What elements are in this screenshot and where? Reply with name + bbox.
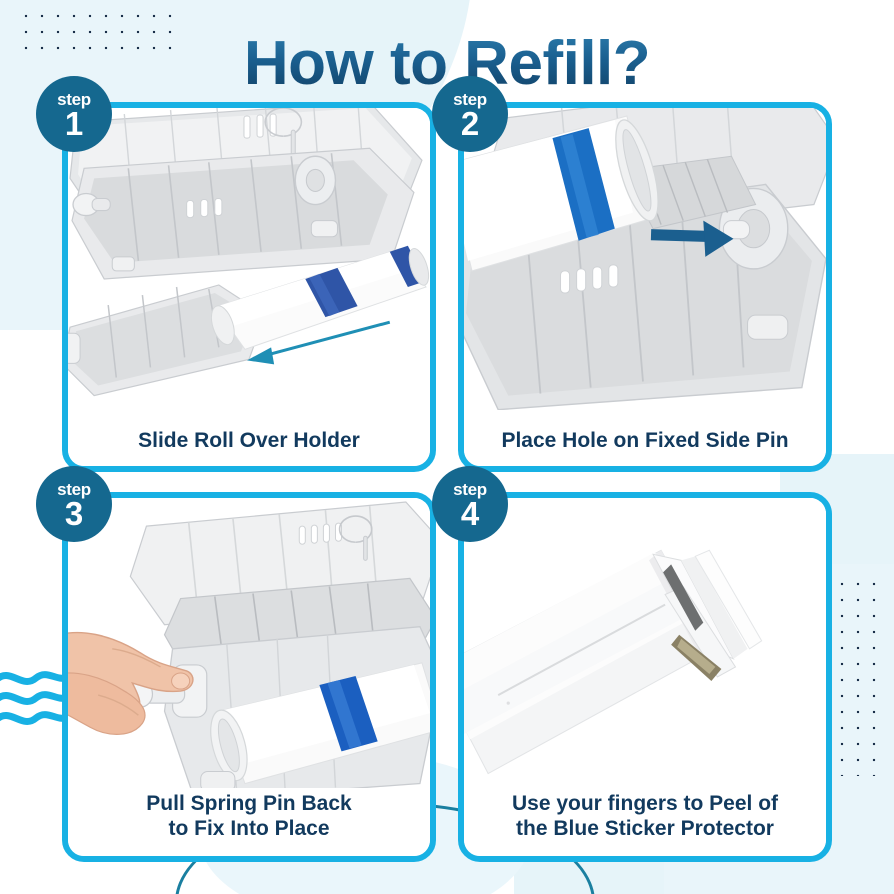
caption-line: Slide Roll Over Holder <box>138 429 360 453</box>
step-badge-word: step <box>453 89 487 109</box>
wave-lines-icon <box>0 668 74 732</box>
step-badge-word: step <box>57 479 91 499</box>
step-badge-number: 2 <box>460 104 480 142</box>
step-image-3 <box>68 498 430 789</box>
step-badge-number: 3 <box>64 494 84 532</box>
step-image-2 <box>464 108 826 426</box>
step-image-1 <box>68 108 430 426</box>
step-badge-2: step 2 <box>432 76 508 152</box>
step-badge-number: 4 <box>460 494 480 532</box>
step-card-1[interactable]: step 1 <box>36 76 436 472</box>
direction-arrow-2 <box>650 220 734 257</box>
dot-grid-top-left-icon <box>18 8 178 56</box>
step-badge-word: step <box>57 89 91 109</box>
step-badge-number: 1 <box>64 104 84 142</box>
step-card-3[interactable]: step 3 <box>36 466 436 862</box>
caption-line: the Blue Sticker Protector <box>516 817 774 841</box>
direction-arrow-1 <box>246 320 391 365</box>
caption-line: to Fix Into Place <box>168 817 330 841</box>
step-badge-3: step 3 <box>36 466 112 542</box>
step-image-4 <box>464 498 826 789</box>
step-badge-1: step 1 <box>36 76 112 152</box>
step-badge-4: step 4 <box>432 466 508 542</box>
step-caption-3: Pull Spring Pin Back to Fix Into Place <box>68 788 430 856</box>
step-card-2[interactable]: step 2 <box>432 76 832 472</box>
caption-line: Use your fingers to Peel of <box>511 792 779 816</box>
caption-line: Place Hole on Fixed Side Pin <box>501 429 789 453</box>
step-caption-4: Use your fingers to Peel of the Blue Sti… <box>464 788 826 856</box>
hand-illustration <box>68 631 194 735</box>
step-caption-1: Slide Roll Over Holder <box>68 425 430 466</box>
caption-line: Pull Spring Pin Back <box>146 792 352 816</box>
step-card-4[interactable]: step 4 <box>432 466 832 862</box>
step-badge-word: step <box>453 479 487 499</box>
steps-grid: step 1 <box>36 76 832 862</box>
step-caption-2: Place Hole on Fixed Side Pin <box>464 425 826 466</box>
